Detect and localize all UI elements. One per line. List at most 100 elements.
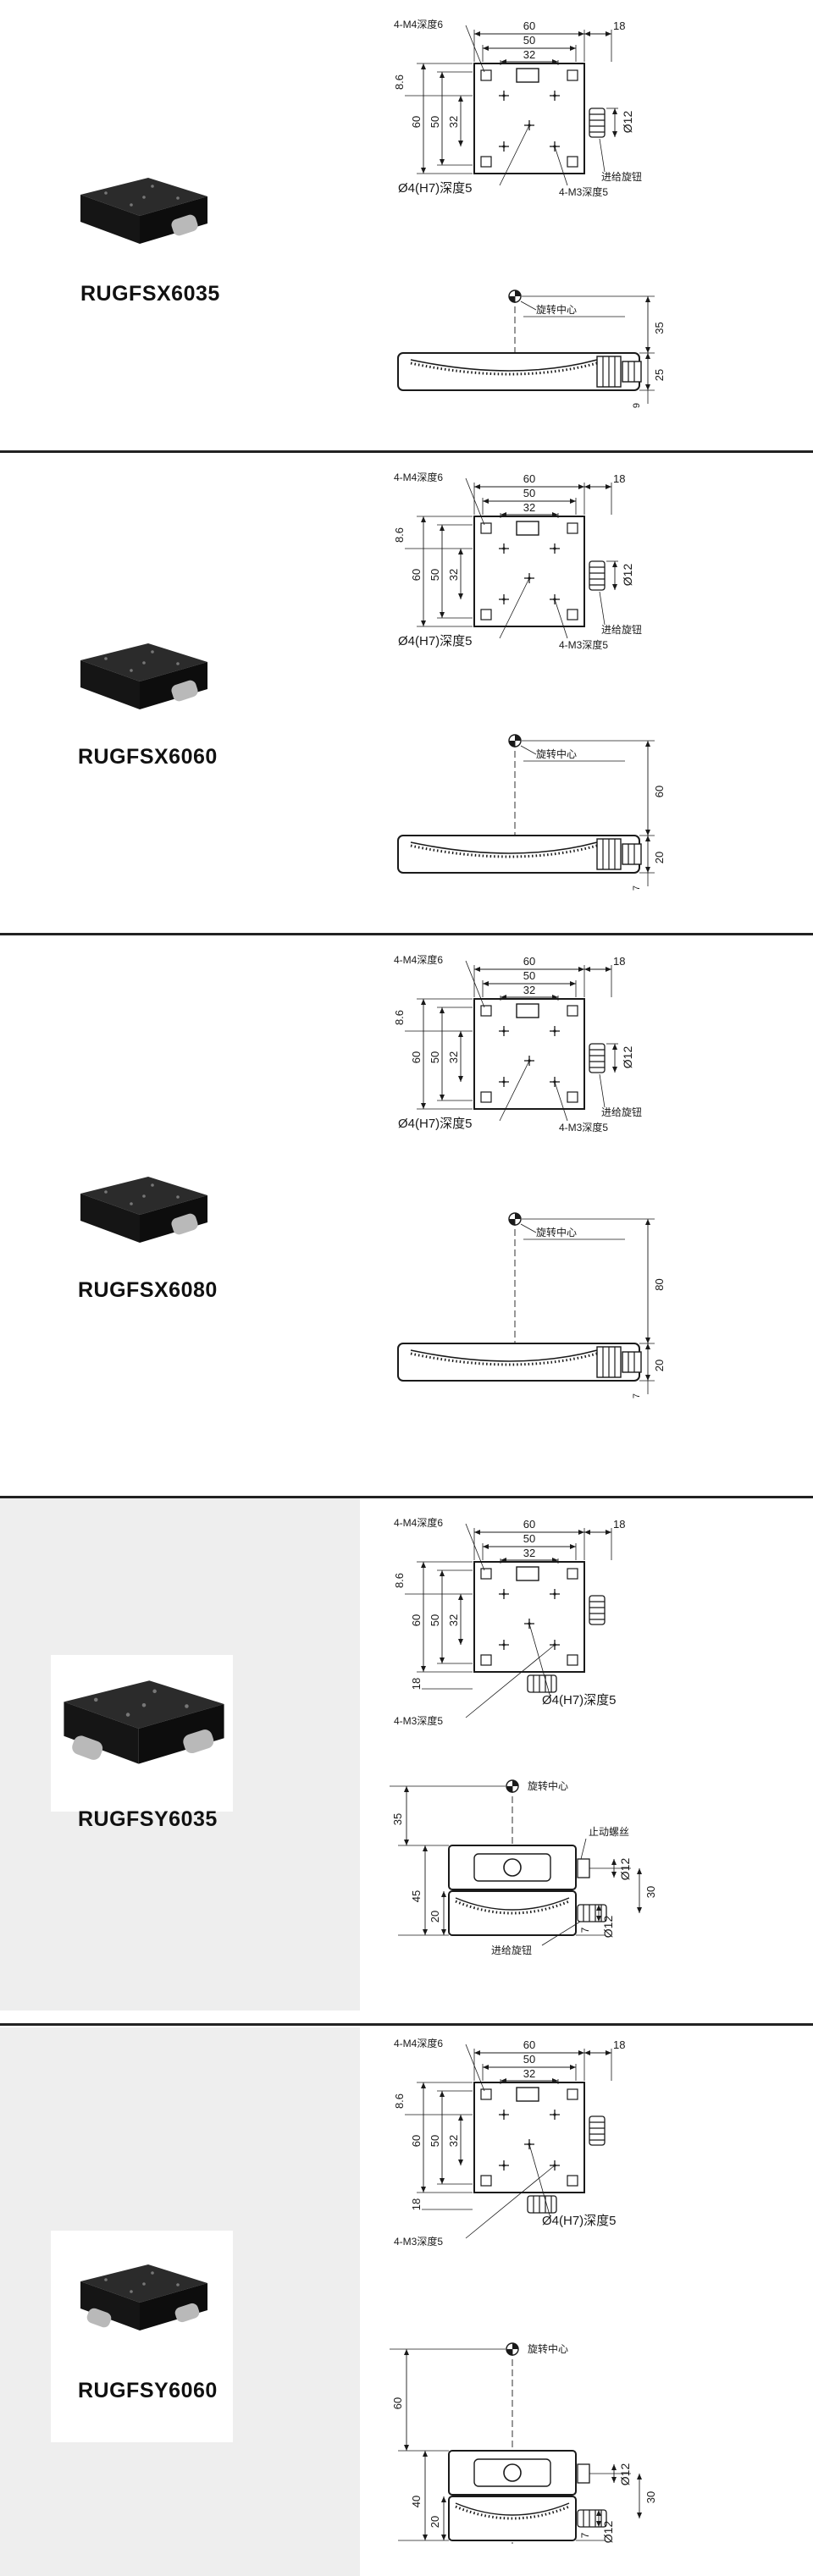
arc-scale (455, 2505, 570, 2520)
dimension-label: 8.6 (393, 527, 406, 543)
scale-window (516, 521, 539, 536)
mount-hole (151, 650, 154, 654)
pin-hole-callout: Ø4(H7)深度5 (398, 1117, 473, 1131)
arrowhead (596, 1916, 601, 1922)
arrowhead (421, 621, 426, 626)
mount-hole (142, 661, 146, 665)
pin-hole-callout: Ø4(H7)深度5 (542, 1693, 617, 1707)
arrowhead (483, 499, 489, 504)
scale-window (516, 1003, 539, 1018)
arrowhead (584, 31, 590, 36)
dimension-label: 7 (632, 1393, 642, 1398)
arrowhead (474, 1530, 480, 1535)
arrowhead (440, 1570, 445, 1576)
arrowhead (645, 741, 650, 747)
arrowhead (552, 995, 558, 1000)
arrowhead (404, 2445, 409, 2451)
arrowhead (552, 59, 558, 64)
section-divider (0, 933, 813, 935)
arrowhead (440, 2178, 445, 2184)
arrowhead (423, 1845, 428, 1851)
lock-screw-label: 止动螺丝 (589, 1826, 629, 1838)
dimension-label: 32 (523, 501, 535, 514)
mount-hole (141, 1702, 147, 1707)
dimension-label: 60 (410, 1051, 423, 1063)
mount-hole (502, 1029, 506, 1033)
dimension-label: 32 (523, 48, 535, 61)
mount-hole (502, 1080, 506, 1084)
dimension-label: 18 (410, 1678, 423, 1690)
drawing-line (599, 591, 606, 626)
stage-side-face (140, 662, 207, 709)
stage-side-face (140, 2283, 207, 2331)
dimension-label: 18 (613, 955, 625, 968)
hole-callout: 4-M4深度6 (394, 2037, 443, 2049)
stage-plate (473, 1561, 585, 1673)
knob-icon (589, 108, 606, 138)
arrowhead (421, 2187, 426, 2193)
arrowhead (606, 484, 611, 489)
stage-front-face (80, 195, 140, 244)
arrowhead (645, 836, 650, 841)
dimension-label: 40 (410, 2496, 423, 2507)
hole-callout: 4-M4深度6 (394, 471, 443, 483)
dimension-label: 50 (429, 116, 441, 128)
knob-icon (171, 680, 198, 702)
hole-callout: 4-M3深度5 (559, 638, 608, 651)
arrowhead (458, 141, 463, 146)
dimension-label: 60 (523, 955, 535, 968)
pin-hole-callout: Ø4(H7)深度5 (398, 181, 473, 196)
arrowhead (458, 1639, 463, 1645)
mount-hole (502, 547, 506, 550)
arrowhead (483, 981, 489, 986)
knob-icon (622, 1351, 642, 1373)
knob-icon (86, 2308, 112, 2328)
corner-hole (480, 1091, 492, 1103)
arc-scale (410, 1349, 598, 1362)
stage-front-face (80, 1194, 140, 1243)
dimension-label: 9 (632, 403, 642, 408)
model-label: RUGFSY6060 (78, 2379, 218, 2402)
arrowhead (570, 499, 576, 504)
corner-hole (480, 2175, 492, 2187)
mount-hole (142, 2282, 146, 2286)
hole-callout: 4-M4深度6 (394, 18, 443, 30)
section-divider (0, 2023, 813, 2026)
arrowhead (474, 31, 480, 36)
mount-hole (185, 1704, 189, 1708)
arc-scale (455, 2502, 570, 2516)
feed-knob-label: 进给旋钮 (491, 1944, 532, 1956)
dimension-label: 18 (613, 472, 625, 485)
dimension-label: 20 (429, 2516, 441, 2528)
arrowhead (441, 2535, 446, 2540)
drawing-line (541, 1921, 581, 1946)
arrowhead (552, 512, 558, 517)
arc-scale (455, 1900, 570, 1915)
drawing-line (599, 138, 606, 173)
drawing-line (520, 301, 537, 311)
corner-hole (480, 1654, 492, 1666)
corner-hole (567, 69, 578, 81)
dimension-label: 60 (410, 569, 423, 581)
arrowhead (612, 108, 617, 114)
dimension-label: 20 (653, 852, 666, 863)
dimension-label: 50 (523, 34, 535, 47)
dimension-label: 32 (447, 1614, 460, 1626)
arrowhead (611, 1859, 617, 1865)
drawing-line (499, 124, 530, 186)
mount-hole (176, 196, 180, 200)
rotation-center-label: 旋转中心 (528, 1779, 568, 1792)
knob-icon (589, 2115, 606, 2146)
dimension-label: 50 (523, 487, 535, 499)
arrowhead (570, 981, 576, 986)
knob-icon (527, 1674, 557, 1693)
arc-scale (410, 361, 598, 376)
mount-hole (130, 2290, 133, 2293)
stage-plate (473, 63, 585, 174)
arrowhead (483, 46, 489, 51)
arrowhead (440, 1007, 445, 1013)
dimension-label: Ø12 (618, 1858, 632, 1881)
